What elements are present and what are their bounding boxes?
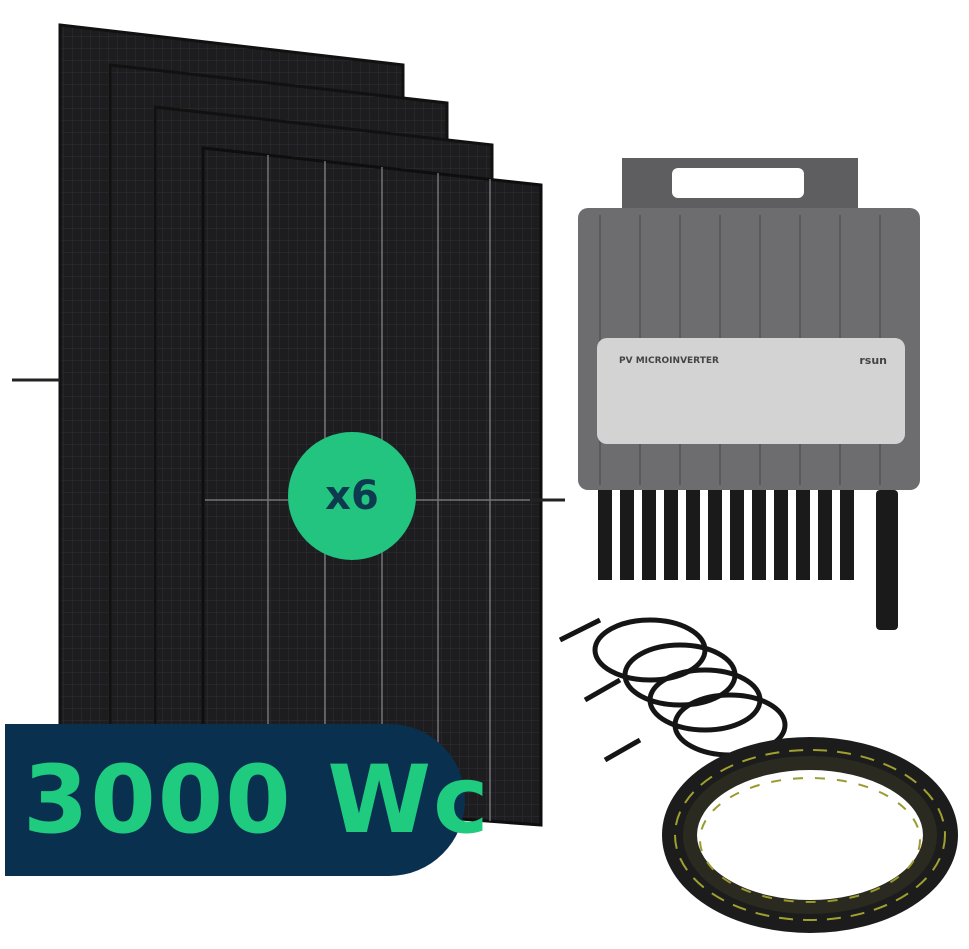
quantity-badge: x6 (288, 432, 416, 560)
inverter-brand-logo: rsun (859, 354, 887, 367)
quantity-text: x6 (325, 473, 379, 519)
power-badge: 3000 Wc (5, 724, 489, 876)
extension-cables (558, 617, 788, 763)
cable-coil (662, 737, 958, 933)
panel-cables (12, 378, 565, 502)
inverter-label-title: PV MICROINVERTER (619, 356, 719, 366)
power-text: 3000 Wc (23, 746, 491, 855)
inverter-spec-label: PV MICROINVERTER rsun (597, 338, 905, 444)
